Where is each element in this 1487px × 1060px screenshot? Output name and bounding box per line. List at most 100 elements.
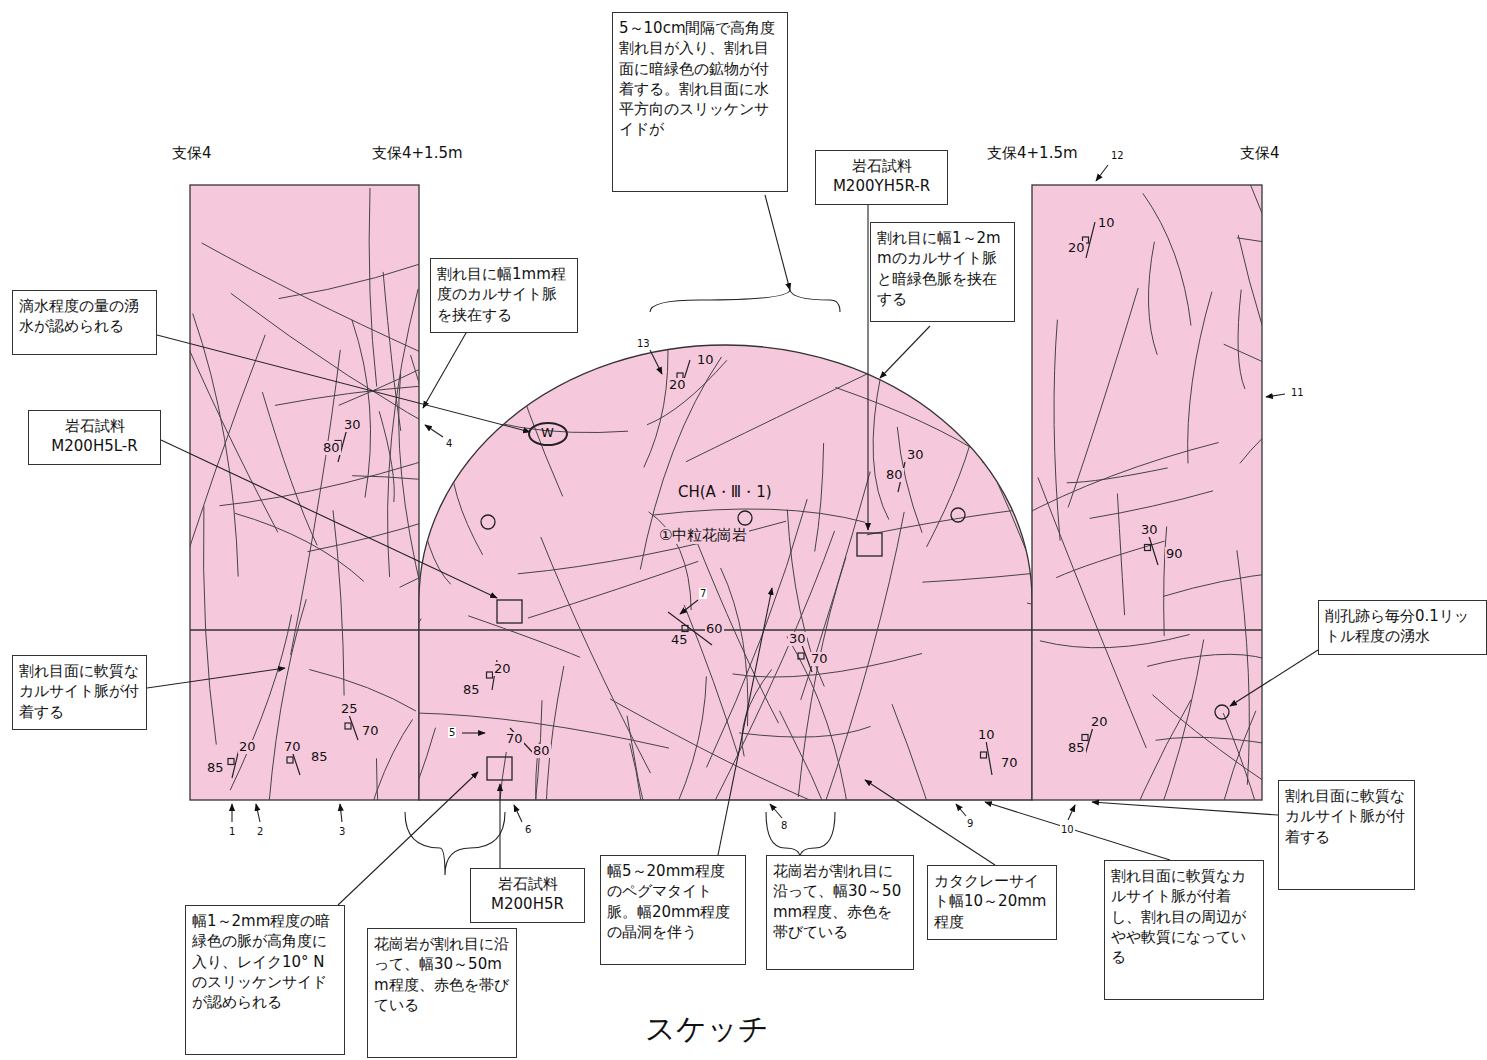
callout-text: 岩石試料 M200YH5R-R <box>822 156 941 197</box>
strike-dip-value: 30 <box>1140 523 1159 537</box>
fracture-line <box>1237 550 1249 784</box>
strike-dip-value: 80 <box>885 468 904 482</box>
strike-dip-value: 70 <box>810 652 829 666</box>
strike-dip-value: 70 <box>1000 756 1019 770</box>
fracture-line <box>694 534 779 724</box>
dip-mark <box>682 626 688 632</box>
fracture-line <box>231 293 419 446</box>
strike-dip-value: 20 <box>1090 715 1109 729</box>
fracture-line <box>1038 477 1146 748</box>
callout-box: カタクレーサイト幅10～20mm程度 <box>927 865 1057 940</box>
fracture-line <box>518 521 786 574</box>
callout-box: 割れ目に幅1mm程度のカルサイト脈を挟在する <box>430 258 578 333</box>
callout-number: 10 <box>1060 824 1075 835</box>
callout-box: 花崗岩が割れ目に沿って、幅30～50mm程度、赤色を帯びている <box>367 928 517 1058</box>
fracture-line <box>653 509 866 522</box>
fracture-line <box>1068 288 1138 508</box>
fracture-line <box>309 670 416 712</box>
dip-mark <box>228 759 234 765</box>
callout-number: 9 <box>966 818 974 829</box>
strike-dip-value: 20 <box>238 740 257 754</box>
strike-dip-value: 20 <box>1067 241 1086 255</box>
callout-box: 幅5～20mm程度のペグマタイト脈。幅20mm程度の晶洞を伴う <box>600 855 746 965</box>
fracture-line <box>417 484 451 584</box>
callout-box: 5～10cm間隔で高角度割れ目が入り、割れ目面に暗緑色の鉱物が付着する。割れ目面… <box>612 12 788 192</box>
callout-number: 8 <box>780 820 788 831</box>
fracture-line <box>1238 290 1245 389</box>
fracture-line <box>546 666 564 896</box>
callout-number: 11 <box>1290 387 1305 398</box>
callout-text: 花崗岩が割れ目に沿って、幅30～50mm程度、赤色を帯びている <box>374 934 510 1015</box>
callout-number: 13 <box>636 338 651 349</box>
fracture-line <box>1102 700 1191 800</box>
strike-dip-value: 10 <box>977 728 996 742</box>
fracture-line <box>400 482 419 587</box>
dip-mark <box>287 757 293 763</box>
callout-box: 割れ目に幅1～2mmのカルサイト脈と暗緑色脈を挟在する <box>870 222 1015 322</box>
callout-text: 割れ目面に軟質なカルサイト脈が付着する <box>19 661 140 722</box>
fracture-line <box>1247 185 1262 398</box>
fracture-line <box>275 382 419 405</box>
strike-dip-value: 30 <box>906 448 925 462</box>
fracture-line <box>1238 235 1262 403</box>
fracture-line <box>1223 713 1262 800</box>
fracture-line <box>352 320 371 498</box>
strike-dip-value: W <box>540 426 555 440</box>
strike-dip-value: 25 <box>340 702 359 716</box>
fracture-line <box>307 479 419 551</box>
fracture-line <box>1056 541 1164 578</box>
strike-dip-value: 10 <box>696 353 715 367</box>
strike-dip-value: 20 <box>668 378 687 392</box>
strike-dip-value: 20 <box>493 662 512 676</box>
strike-dip-value: 70 <box>283 740 302 754</box>
fracture-line <box>1147 654 1262 666</box>
fracture-line <box>339 296 419 406</box>
fracture-line <box>1040 635 1190 648</box>
callout-box: 滴水程度の量の湧水が認められる <box>12 290 157 355</box>
strike-dip-value: 45 <box>670 633 689 647</box>
fracture-line <box>815 443 824 551</box>
fracture-line <box>867 501 1101 534</box>
fracture-line <box>647 360 727 425</box>
support-label: 支保4 <box>170 145 214 162</box>
strike-dip-value: 85 <box>1067 741 1086 755</box>
fracture-line <box>536 742 548 881</box>
callout-text: 割れ目に幅1mm程度のカルサイト脈を挟在する <box>437 264 571 325</box>
fracture-line <box>1090 491 1213 519</box>
fracture-line <box>369 188 377 387</box>
strike-dip-value: 70 <box>361 724 380 738</box>
strike-dip-value: 80 <box>322 441 341 455</box>
callout-text: 岩石試料 M200H5L-R <box>35 416 154 457</box>
callout-number: 12 <box>1110 150 1125 161</box>
fracture-line <box>873 373 889 520</box>
fracture-line <box>949 375 1063 643</box>
callout-text: 5～10cm間隔で高角度割れ目が入り、割れ目面に暗緑色の鉱物が付着する。割れ目面… <box>619 18 781 140</box>
callout-text: 割れ目に幅1～2mmのカルサイト脈と暗緑色脈を挟在する <box>877 228 1008 309</box>
fracture-line <box>193 314 239 577</box>
support-label: 支保4 <box>1238 145 1282 162</box>
rock-class-label: ①中粒花崗岩 <box>657 527 749 544</box>
fracture-line <box>686 336 947 462</box>
dip-mark <box>981 752 987 758</box>
fracture-line <box>1067 468 1168 483</box>
fracture-line <box>1164 527 1167 637</box>
fracture-line <box>1156 737 1263 756</box>
dip-mark <box>345 723 351 729</box>
fracture-line <box>610 699 828 808</box>
callout-box: 割れ目面に軟質なカルサイト脈が付着する <box>12 655 147 730</box>
fracture-line <box>721 568 748 726</box>
strike-dip-value: 80 <box>532 744 551 758</box>
strike-dip-value: 85 <box>462 683 481 697</box>
rock-class-label: CH(A・Ⅲ・1) <box>676 484 774 501</box>
callout-box: 割れ目面に軟質なカルサイト脈が付着する <box>1278 780 1415 890</box>
strike-dip-value: 30 <box>788 632 807 646</box>
fracture-line <box>451 449 483 555</box>
sample-label-box: 岩石試料 M200H5R <box>470 868 585 923</box>
fracture-line <box>368 619 421 731</box>
fracture-line <box>203 506 216 744</box>
fracture-line <box>709 531 834 812</box>
dip-mark <box>798 653 804 659</box>
callout-text: 削孔跡ら毎分0.1リットル程度の湧水 <box>1325 606 1480 647</box>
fracture-line <box>1152 695 1262 800</box>
fracture-line <box>340 728 436 935</box>
